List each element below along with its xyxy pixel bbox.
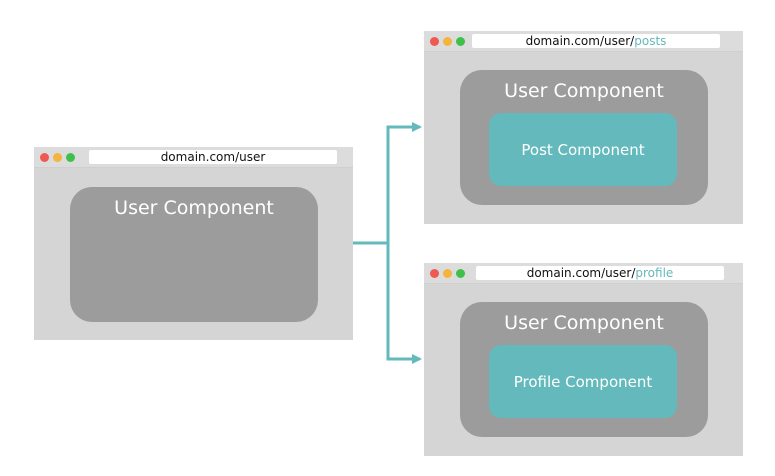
profile-component-label: Profile Component <box>513 372 653 391</box>
connector-to-posts <box>386 122 422 243</box>
address-bar[interactable]: domain.com/user <box>89 150 337 164</box>
post-component: Post Component <box>489 113 677 186</box>
url-base-text: domain.com/user/ <box>525 34 635 48</box>
profile-component: Profile Component <box>489 345 677 418</box>
browser-window-user: domain.com/user User Component <box>34 147 353 340</box>
browser-titlebar: domain.com/user/posts <box>424 31 743 52</box>
url-segment-profile: profile <box>635 266 674 280</box>
browser-window-posts: domain.com/user/posts User Component Pos… <box>424 31 743 224</box>
browser-titlebar: domain.com/user/profile <box>424 263 743 284</box>
browser-titlebar: domain.com/user <box>34 147 353 168</box>
maximize-dot-icon[interactable] <box>456 37 465 46</box>
maximize-dot-icon[interactable] <box>66 153 75 162</box>
close-dot-icon[interactable] <box>430 37 439 46</box>
user-component-title: User Component <box>114 197 274 219</box>
maximize-dot-icon[interactable] <box>456 269 465 278</box>
connector-to-profile <box>386 243 422 364</box>
minimize-dot-icon[interactable] <box>443 269 452 278</box>
browser-window-profile: domain.com/user/profile User Component P… <box>424 263 743 456</box>
minimize-dot-icon[interactable] <box>53 153 62 162</box>
user-component-title: User Component <box>504 312 664 334</box>
user-component-title: User Component <box>504 80 664 102</box>
url-segment-posts: posts <box>634 34 667 48</box>
user-component: User Component Post Component <box>460 70 708 205</box>
url-base-text: domain.com/user/ <box>526 266 636 280</box>
minimize-dot-icon[interactable] <box>443 37 452 46</box>
address-bar[interactable]: domain.com/user/profile <box>476 266 724 280</box>
close-dot-icon[interactable] <box>40 153 49 162</box>
close-dot-icon[interactable] <box>430 269 439 278</box>
user-component: User Component Profile Component <box>460 302 708 437</box>
address-bar[interactable]: domain.com/user/posts <box>472 34 720 48</box>
post-component-label: Post Component <box>521 140 645 159</box>
url-text: domain.com/user <box>160 150 266 164</box>
user-component: User Component <box>70 187 318 322</box>
